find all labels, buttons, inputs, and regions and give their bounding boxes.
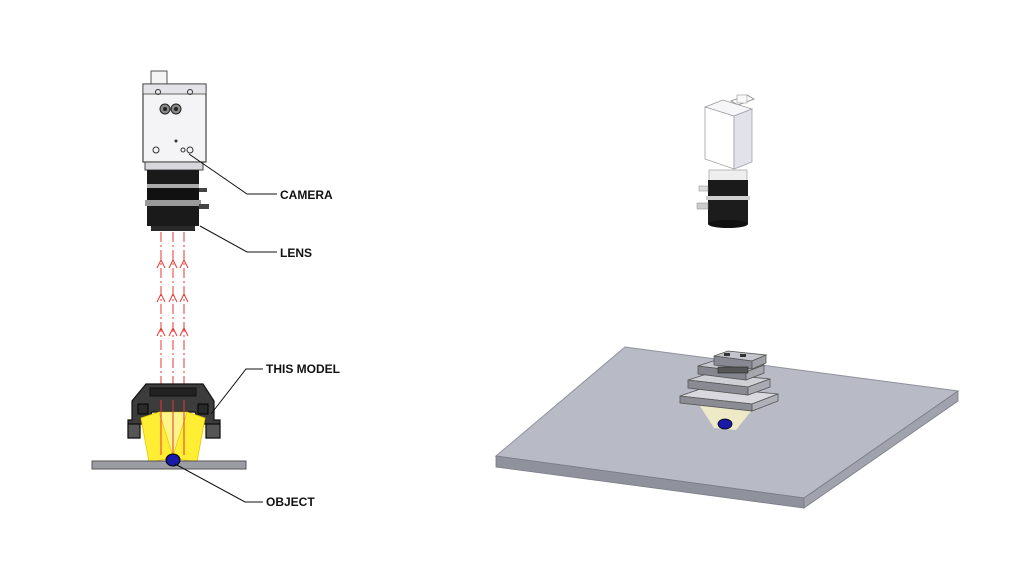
isometric-view	[494, 94, 960, 509]
label-lens: LENS	[280, 246, 312, 260]
object-iso	[717, 418, 733, 430]
ring-light-model-iso	[679, 350, 779, 430]
object-side	[165, 453, 181, 467]
callout-leaders	[174, 153, 277, 503]
label-object: OBJECT	[266, 495, 315, 509]
camera-iso	[696, 94, 755, 228]
side-view: CAMERA LENS THIS MODEL OBJECT	[91, 70, 340, 509]
ring-light-model-side	[127, 383, 221, 463]
light-rays	[156, 232, 189, 425]
label-this-model: THIS MODEL	[266, 362, 340, 376]
camera-side	[142, 70, 207, 171]
lens-side	[145, 170, 209, 231]
label-camera: CAMERA	[280, 188, 333, 202]
